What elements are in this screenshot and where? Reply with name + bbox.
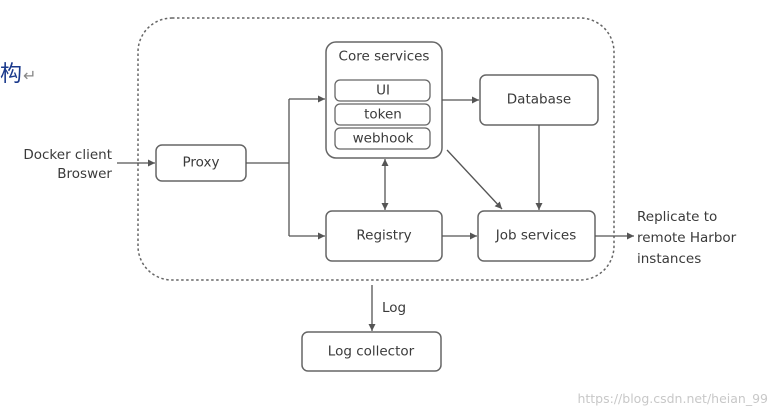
ui-item-box xyxy=(334,79,431,102)
ui-item-label: UI xyxy=(376,82,390,99)
webhook-item-label: webhook xyxy=(352,130,414,147)
replicate-line-3: instances xyxy=(637,251,702,267)
heading-char: 构 xyxy=(0,62,22,87)
replicate-line-2: remote Harbor xyxy=(637,230,737,246)
token-item-box xyxy=(334,103,431,126)
job-services-label: Job services xyxy=(495,227,577,244)
arrow-core-job xyxy=(446,149,503,210)
token-item-label: token xyxy=(364,106,402,123)
cut-off-heading-fragment: 构↵ xyxy=(0,56,36,88)
proxy-label: Proxy xyxy=(182,154,220,171)
client-line-1: Docker client xyxy=(23,147,112,163)
webhook-item-box xyxy=(334,127,431,150)
watermark-text: https://blog.csdn.net/heian_99 xyxy=(577,391,768,406)
registry-label: Registry xyxy=(356,227,412,244)
replicate-label: Replicate to remote Harbor instances xyxy=(637,207,736,270)
client-line-2: Broswer xyxy=(57,166,112,182)
database-label: Database xyxy=(506,91,572,108)
client-label: Docker client Broswer xyxy=(23,146,112,184)
replicate-line-1: Replicate to xyxy=(637,209,718,225)
log-collector-box xyxy=(301,331,442,372)
return-mark: ↵ xyxy=(23,66,36,85)
harbor-boundary xyxy=(137,17,615,281)
log-label: Log xyxy=(382,300,407,316)
core-services-title: Core services xyxy=(338,48,430,65)
log-collector-label: Log collector xyxy=(327,343,415,360)
